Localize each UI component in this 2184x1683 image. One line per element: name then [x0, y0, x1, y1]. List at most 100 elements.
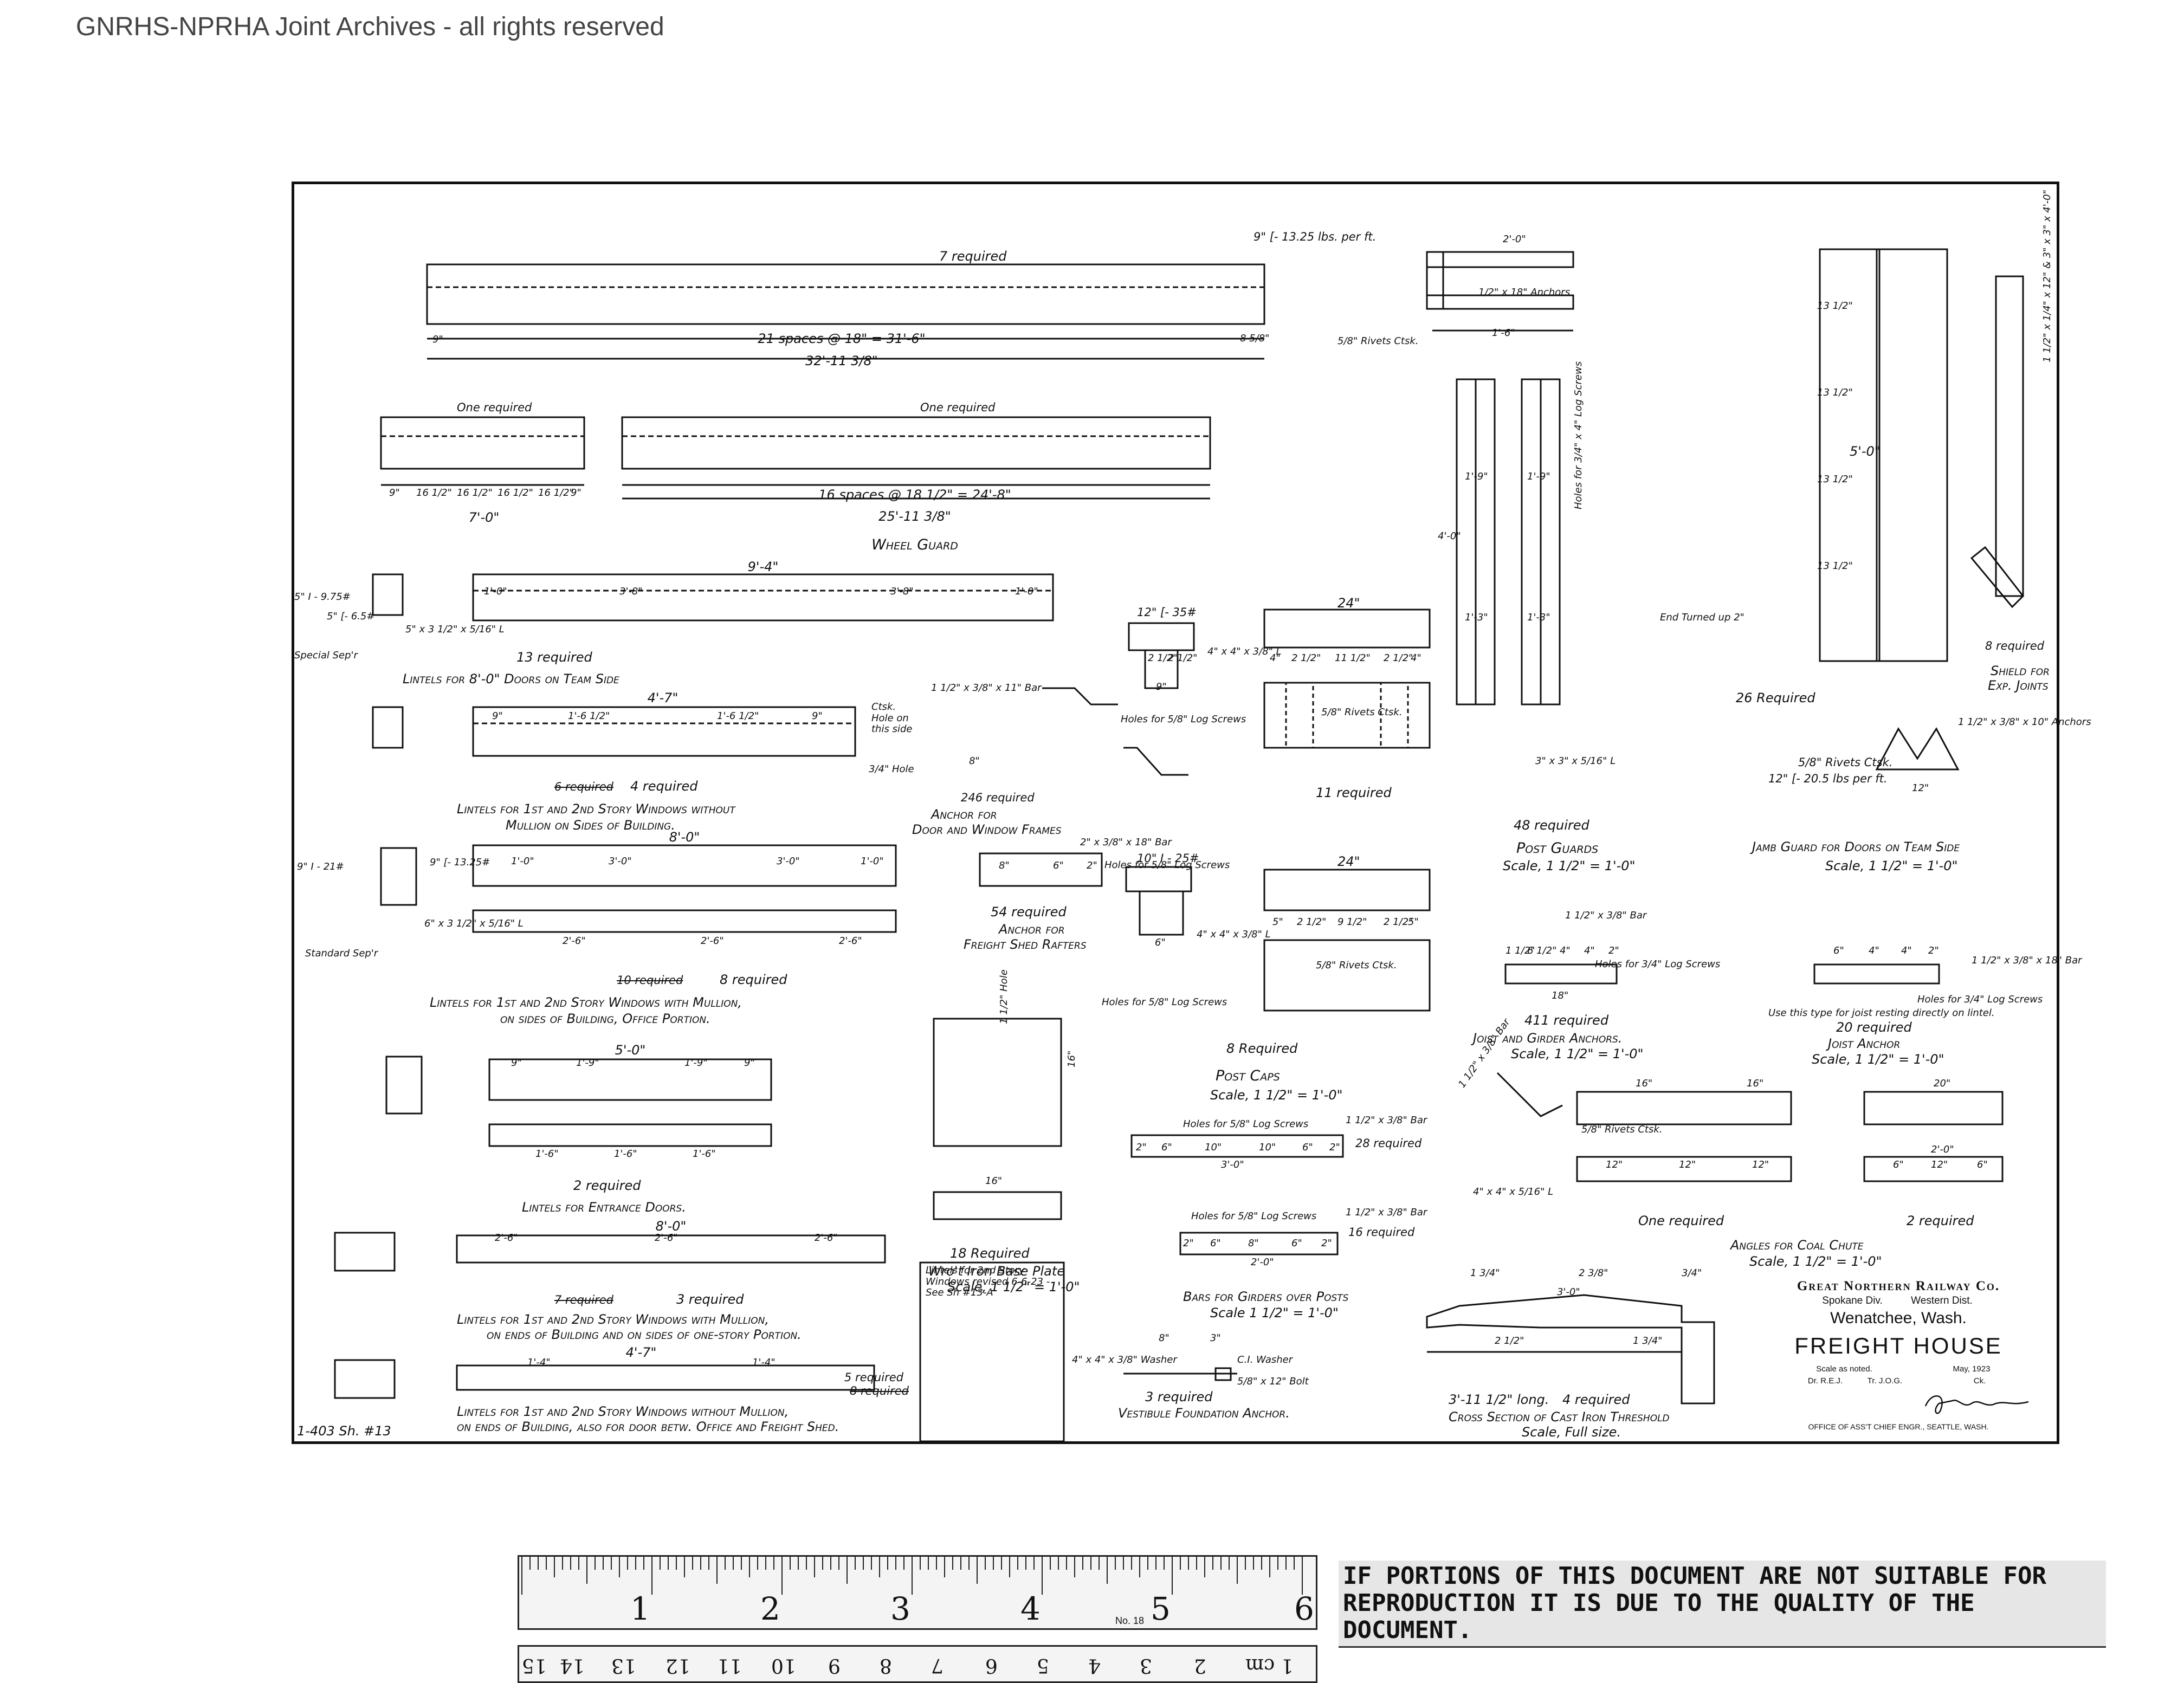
post-cap-a-angle: 4" x 4" x 3/8" L [1207, 646, 1282, 657]
lintel-entrance-dim-b2: 1'-6" [693, 1148, 716, 1160]
wheel-guard-space-a4: 16 1/2" [538, 487, 574, 499]
girder-bars-dim-a5: 2" [1329, 1142, 1340, 1153]
title-block-office: Office of Ass't Chief Engr., Seattle, Wa… [1808, 1422, 1989, 1431]
base-plate-req: 18 Required [950, 1246, 1030, 1261]
channel-dim-1ft6: 1'-6" [1492, 327, 1515, 339]
vestibule-bolt: 5/8" x 12" Bolt [1237, 1376, 1309, 1387]
lintel-office-dim1: 1'-4" [752, 1357, 776, 1368]
ruler-cm-11: 11 [717, 1654, 742, 1676]
exp-joint-dim5ft: 5'-0" [1850, 444, 1881, 459]
wheel-guard-req-7: 7 required [939, 249, 1007, 264]
jamb-guard-scale: Scale, 1 1/2" = 1'-0" [1825, 858, 1958, 873]
post-cap-a-dim1: 2 1/2" [1168, 652, 1198, 664]
post-guards-screws: Holes for 3/4" x 4" Log Screws [1573, 361, 1584, 509]
threshold-dim5: 1 3/4" [1633, 1335, 1663, 1347]
coal-chute-dim-a1: 16" [1747, 1078, 1764, 1089]
wheel-guard-spaces-16: 16 spaces @ 18 1/2" = 24'-8" [818, 487, 1011, 502]
lintel-8ft-dim0: 1'-0" [484, 586, 507, 597]
lintel-mullion-req: 8 required [720, 972, 787, 987]
ruler-cm-10: 10 [771, 1654, 796, 1676]
base-plate-title: Wro't Iron Base Plate [928, 1264, 1065, 1279]
anchor-door-title-a: Anchor for [931, 807, 997, 822]
revised-note: Lintels for 2nd Story Windows revised 6-… [926, 1265, 1050, 1299]
title-block-company: Great Northern Railway Co. [1797, 1279, 2000, 1293]
lintel-mullion-dim-b1: 2'-6" [701, 935, 724, 947]
post-cap-plan-dim0: 4" [1270, 652, 1281, 664]
threshold-dim3: 3'-0" [1557, 1286, 1580, 1298]
anchor-door-title-b: Door and Window Frames [912, 822, 1062, 837]
jamb-guard-section: 12" [- 20.5 lbs per ft. [1768, 772, 1888, 785]
threshold-length: 3'-11 1/2" long. [1449, 1392, 1549, 1407]
anchor-door-dim8: 8" [969, 755, 980, 767]
lintel-mullion-section-b: 9" [- 13.25# [430, 857, 490, 868]
girder-bars-dim30: 3'-0" [1221, 1159, 1244, 1170]
post-cap-b-dim6: 6" [1155, 937, 1166, 948]
jamb-guard-title: Jamb Guard for Doors on Team Side [1752, 839, 1960, 855]
coal-chute-dim-c1: 2'-0" [1931, 1144, 1954, 1155]
title-block-location: Wenatchee, Wash. [1830, 1309, 1967, 1327]
exp-joint-req-b: 8 required [1985, 639, 2044, 652]
vestibule-washer-a: 4" x 4" x 3/8" Washer [1072, 1354, 1177, 1365]
title-block-date: May, 1923 [1953, 1364, 1991, 1374]
drawing-sheet: 7 required 21 spaces @ 18" = 31'-6" 32'-… [292, 182, 2091, 1444]
girder-bars-bar-a: 1 1/2" x 3/8" Bar [1346, 1115, 1427, 1126]
post-cap-b-section: 10" I - 25# [1137, 852, 1199, 865]
girder-bars-title: Bars for Girders over Posts [1183, 1289, 1349, 1304]
joist-anchor-dim1: 6 1/2" [1527, 945, 1557, 956]
post-guards-dim2: 4'-0" [1438, 530, 1461, 542]
lintel-win-title-b: Mullion on Sides of Building. [506, 818, 675, 833]
lintel-win-dim2: 1'-6 1/2" [717, 710, 759, 722]
post-cap-b-title: Post Caps [1216, 1067, 1280, 1084]
post-cap-b-dim24: 24" [1337, 854, 1360, 869]
exp-joint-angle-note: 1 1/2" x 1/4" x 12" & 3" x 3" x 4'-0" [2041, 190, 2053, 363]
sheet-reference: 1-403 Sh. #13 [297, 1423, 391, 1439]
ruler-inch-3: 3 [890, 1590, 910, 1627]
joist-anchor-b-scale: Scale, 1 1/2" = 1'-0" [1812, 1052, 1944, 1067]
lintel-office-title-b: on ends of Building, also for door betw.… [457, 1419, 839, 1434]
ruler-inch-6: 6 [1294, 1590, 1314, 1627]
coal-chute-dim-a0: 16" [1636, 1078, 1653, 1089]
threshold-title: Cross Section of Cast Iron Threshold [1449, 1409, 1670, 1425]
threshold-dim0: 1 3/4" [1470, 1267, 1500, 1279]
coal-chute-dim-b1: 12" [1679, 1159, 1696, 1170]
ruler-cm-2: 2 [1194, 1654, 1206, 1676]
girder-bars-dim-a1: 6" [1161, 1142, 1172, 1153]
coal-chute-angle: 4" x 4" x 5/16" L [1473, 1186, 1554, 1197]
threshold-dim2: 3/4" [1682, 1267, 1702, 1279]
title-block-checked: Ck. [1973, 1376, 1986, 1386]
coal-chute-dim-c0: 20" [1934, 1078, 1951, 1089]
post-cap-b-dim4: 5" [1408, 916, 1419, 928]
drawing-linework [294, 184, 2057, 1441]
ruler-cm-15: 15 [522, 1654, 547, 1676]
lintel-8ft-dim1: 3'-8" [619, 586, 643, 597]
lintel-ends-dim2: 2'-6" [815, 1232, 838, 1244]
post-cap-plan-dim3: 2 1/2" [1384, 652, 1413, 664]
wheel-guard-length-32: 32'-11 3/8" [805, 353, 878, 368]
lintel-8ft-title: Lintels for 8'-0" Doors on Team Side [403, 671, 619, 687]
anchor-door-hole: 3/4" Hole [869, 763, 914, 775]
lintel-ends-dim1: 2'-6" [655, 1232, 678, 1244]
wheel-guard-one-req-a: One required [457, 401, 532, 414]
joist-anchor-b-screws: Holes for 3/4" Log Screws [1917, 994, 2043, 1005]
post-cap-b-scale: Scale, 1 1/2" = 1'-0" [1210, 1088, 1343, 1103]
lintel-8ft-separator: Special Sep'r [294, 650, 358, 661]
lintel-entrance-dim2: 1'-9" [684, 1057, 708, 1069]
girder-bars-dim-b4: 2" [1321, 1238, 1332, 1249]
threshold-dim4: 2 1/2" [1495, 1335, 1524, 1347]
ruler-label: No. 18 [1115, 1615, 1145, 1626]
coal-chute-rivets: 5/8" Rivets Ctsk. [1581, 1124, 1663, 1135]
joist-anchor-b-dim2: 4" [1901, 945, 1912, 956]
joist-anchor-b-dim3: 2" [1928, 945, 1939, 956]
exp-joint-dim1: 13 1/2" [1817, 387, 1853, 398]
lintel-mullion-dim0: 1'-0" [511, 856, 534, 867]
ruler-inch-2: 2 [760, 1590, 780, 1627]
lintel-8ft-req: 13 required [516, 650, 592, 665]
anchor-door-bar: 1 1/2" x 3/8" x 11" Bar [931, 682, 1042, 694]
lintel-office-req: 5 required [844, 1371, 903, 1384]
channel-rivets: 5/8" Rivets Ctsk. [1337, 335, 1419, 347]
ruler-cm-7: 7 [931, 1654, 944, 1676]
exp-joint-title-a: Shield for [1991, 663, 2050, 678]
post-guards-dim1: 1'-9" [1527, 471, 1550, 482]
girder-bars-screws-a: Holes for 5/8" Log Screws [1183, 1118, 1309, 1130]
ruler-inch-1: 1 [630, 1590, 650, 1627]
